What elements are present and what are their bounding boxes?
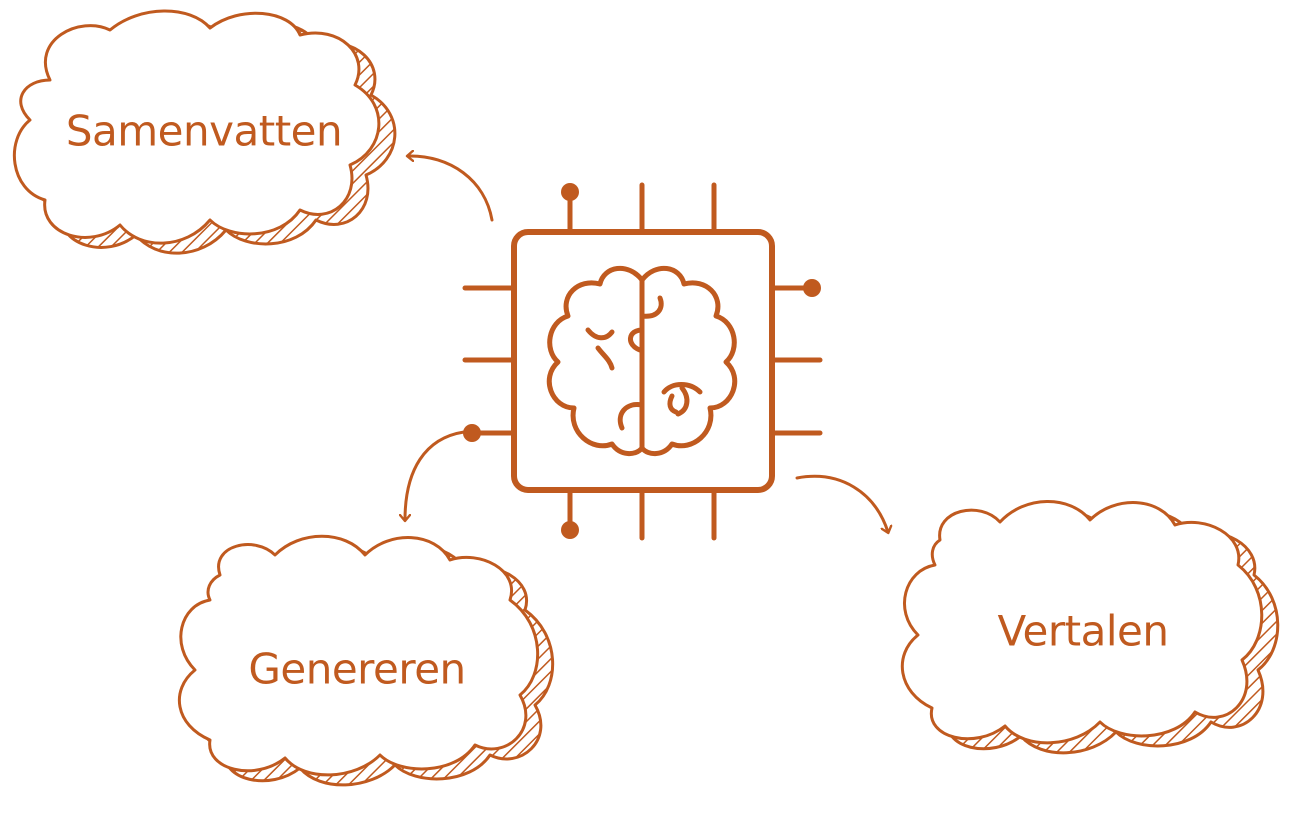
brain-chip-icon [462,182,823,541]
cloud-node-generate: Genereren [178,534,555,787]
cloud-shape [178,534,540,777]
chip-pin-dots [463,183,821,539]
node-label-translate: Vertalen [998,607,1169,656]
cloud-shape [13,9,381,245]
chip-pins [462,182,823,541]
chip-body [511,229,775,493]
curved-arrow-icon [408,156,494,222]
node-label-summarize: Samenvatten [66,107,342,156]
cloud-node-summarize: Samenvatten [13,9,397,255]
cloud-shape [900,500,1264,745]
curved-arrow-icon [795,474,888,532]
brain-icon [546,265,738,456]
node-label-generate: Genereren [248,645,465,694]
cloud-node-translate: Vertalen [900,500,1280,755]
curved-arrow-icon [405,430,466,520]
